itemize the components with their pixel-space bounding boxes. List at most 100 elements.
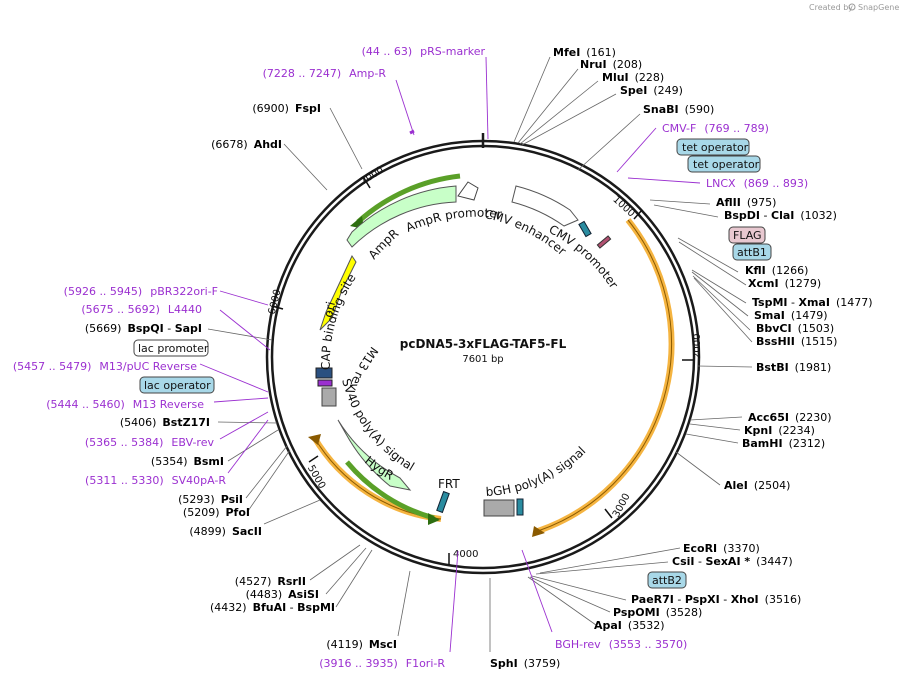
ampr-feature (346, 185, 457, 248)
bgh-feature (483, 499, 515, 517)
site-smai: SmaI(1479) (754, 309, 827, 322)
primer-prs-marker: (44 .. 63)pRS-marker (362, 45, 486, 58)
cmv-enhancer-feature (511, 185, 579, 227)
svg-text:lac promoter: lac promoter (138, 342, 209, 355)
svg-text:CMV-F(769 .. 789): CMV-F(769 .. 789) (662, 122, 769, 135)
primer-leader-lines (199, 56, 701, 653)
plasmid-name: pcDNA5-3xFLAG-TAF5-FL (400, 337, 567, 351)
svg-text:(5675 .. 5692)L4440: (5675 .. 5692)L4440 (81, 303, 202, 316)
svg-text:LNCX(869 .. 893): LNCX(869 .. 893) (706, 177, 808, 190)
site-bfuai-bspmi: (4432)BfuAI - BspMI (210, 601, 335, 614)
svg-text:(5444 .. 5460)M13 Reverse: (5444 .. 5460)M13 Reverse (46, 398, 204, 411)
site-tspmi-xmai: TspMI - XmaI(1477) (752, 296, 873, 309)
site-psii: (5293)PsiI (178, 493, 243, 506)
ampr-promoter-shape (457, 181, 479, 201)
frt-mark (436, 490, 450, 514)
primer-ebv-rev: (5365 .. 5384)EBV-rev (85, 436, 215, 449)
snapgene-logo-icon (848, 3, 856, 11)
credit-brand: SnapGene (858, 3, 899, 12)
svg-text:(44 .. 63)pRS-marker: (44 .. 63)pRS-marker (362, 45, 486, 58)
site-bspqi-sapi: (5669)BspQI - SapI (85, 322, 202, 335)
green-arrow-ampr (356, 173, 461, 224)
site-ecori: EcoRI(3370) (683, 542, 760, 555)
site-bbvci: BbvCI(1503) (756, 322, 834, 335)
svg-text:ApaI(3532): ApaI(3532) (594, 619, 664, 632)
site-acc65i: Acc65I(2230) (748, 411, 832, 424)
svg-text:NruI(208): NruI(208) (580, 58, 642, 71)
svg-text:lac operator: lac operator (144, 379, 211, 392)
site-csii-sexai: CsiI - SexAI *(3447) (672, 555, 793, 568)
svg-text:(6900)FspI: (6900)FspI (252, 102, 321, 115)
svg-text:(7228 .. 7247)Amp-R: (7228 .. 7247)Amp-R (263, 67, 387, 80)
svg-text:KflI(1266): KflI(1266) (745, 264, 808, 277)
cap-label: CAP binding site (319, 271, 359, 370)
site-kpni: KpnI(2234) (744, 424, 815, 437)
svg-text:SphI(3759): SphI(3759) (490, 657, 560, 670)
svg-text:BssHII(1515): BssHII(1515) (756, 335, 837, 348)
primer-pbr322ori-f: (5926 .. 5945)pBR322ori-F (64, 285, 218, 298)
site-mfei: MfeI(161) (553, 46, 616, 59)
svg-text:(5365 .. 5384)EBV-rev: (5365 .. 5384)EBV-rev (85, 436, 215, 449)
tick-4000: 4000 (453, 549, 478, 560)
svg-text:BbvCI(1503): BbvCI(1503) (756, 322, 834, 335)
sv40-feature (337, 419, 412, 491)
svg-text:TspMI - XmaI(1477): TspMI - XmaI(1477) (752, 296, 873, 309)
svg-text:PaeR7I - PspXI - XhoI(3516): PaeR7I - PspXI - XhoI(3516) (631, 593, 801, 606)
site-msci: (4119)MscI (326, 638, 397, 651)
flag-mark (596, 235, 612, 249)
svg-text:(5311 .. 5330)SV40pA-R: (5311 .. 5330)SV40pA-R (85, 474, 226, 487)
attb1-box: attB1 (732, 243, 772, 261)
site-aflii: AflII(975) (716, 196, 776, 209)
svg-text:SnaBI(590): SnaBI(590) (643, 103, 714, 116)
svg-text:BstBI(1981): BstBI(1981) (756, 361, 831, 374)
site-pspomi: PspOMI(3528) (613, 606, 702, 619)
ori-feature (319, 254, 357, 331)
svg-text:(5354)BsmI: (5354)BsmI (151, 455, 224, 468)
site-bsmi: (5354)BsmI (151, 455, 224, 468)
svg-text:SpeI(249): SpeI(249) (620, 84, 683, 97)
lac-operator-box: lac operator (139, 376, 215, 394)
svg-text:bGH poly(A) signal: bGH poly(A) signal (485, 444, 588, 499)
site-sphi: SphI(3759) (490, 657, 560, 670)
site-bstz17i: (5406)BstZ17I (120, 416, 210, 429)
tet-operator-box-2: tet operator (687, 155, 761, 173)
orange-arrow-cds-line (537, 219, 672, 532)
svg-text:(5457 .. 5479)M13/pUC Reverse: (5457 .. 5479)M13/pUC Reverse (13, 360, 197, 373)
m13-mark (317, 379, 333, 387)
svg-text:(4432)BfuAI - BspMI: (4432)BfuAI - BspMI (210, 601, 335, 614)
primer-l4440: (5675 .. 5692)L4440 (81, 303, 202, 316)
svg-text:SmaI(1479): SmaI(1479) (754, 309, 827, 322)
site-fspi: (6900)FspI (252, 102, 321, 115)
plasmid-size: 7601 bp (462, 354, 503, 365)
svg-text:(4899)SacII: (4899)SacII (189, 525, 262, 538)
svg-text:(5209)PfoI: (5209)PfoI (183, 506, 250, 519)
lac-promoter-box: lac promoter (133, 339, 209, 357)
svg-text:FLAG: FLAG (733, 229, 762, 242)
svg-text:attB2: attB2 (652, 574, 682, 587)
svg-text:XcmI(1279): XcmI(1279) (748, 277, 821, 290)
svg-text:(5926 .. 5945)pBR322ori-F: (5926 .. 5945)pBR322ori-F (64, 285, 218, 298)
site-alei: AleI(2504) (724, 479, 790, 492)
primer-lncx: LNCX(869 .. 893) (706, 177, 808, 190)
svg-text:CAP binding site: CAP binding site (319, 271, 359, 370)
site-kfli: KflI(1266) (745, 264, 808, 277)
svg-text:BGH-rev(3553 .. 3570): BGH-rev(3553 .. 3570) (555, 638, 687, 651)
svg-text:(4527)RsrII: (4527)RsrII (235, 575, 306, 588)
site-bstbi: BstBI(1981) (756, 361, 831, 374)
site-spei: SpeI(249) (620, 84, 683, 97)
ori-label: ori (321, 300, 338, 318)
site-ahdi: (6678)AhdI (211, 138, 282, 151)
green-arrow-hygr-head (428, 513, 440, 525)
svg-text:(5293)PsiI: (5293)PsiI (178, 493, 243, 506)
svg-text:tet operator: tet operator (693, 158, 760, 171)
green-arrow-hygr (345, 460, 435, 521)
site-apai: ApaI(3532) (594, 619, 664, 632)
credit-prefix: Created by (809, 3, 853, 12)
site-asisi: (4483)AsiSI (246, 588, 319, 601)
site-bamhi: BamHI(2312) (742, 437, 825, 450)
svg-text:ori: ori (321, 300, 338, 318)
svg-text:AleI(2504): AleI(2504) (724, 479, 790, 492)
svg-text:KpnI(2234): KpnI(2234) (744, 424, 815, 437)
attb2-mark (516, 498, 524, 516)
svg-text:CsiI - SexAI *(3447): CsiI - SexAI *(3447) (672, 555, 793, 568)
